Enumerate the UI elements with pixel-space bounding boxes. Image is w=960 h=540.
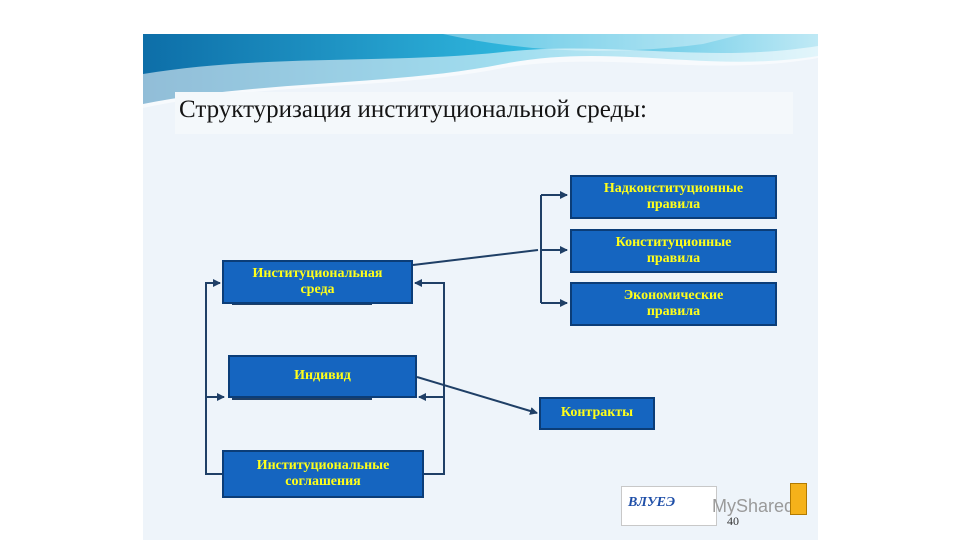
box-institutional-environment-line2: среда xyxy=(300,282,335,297)
university-logo-mark: ВЛУЕЭ xyxy=(628,495,676,510)
box-contracts-line1: Контракты xyxy=(560,405,634,421)
box-economic-line2: правила xyxy=(646,304,701,319)
box-constitutional-line1: Конституционные xyxy=(615,234,732,250)
slide-title: Структуризация институциональной среды: xyxy=(179,96,647,123)
box-supra-constitutional-line2: правила xyxy=(646,197,701,212)
university-logo: ВЛУЕЭ xyxy=(621,486,717,526)
title-band xyxy=(175,92,793,134)
box-economic-rules: Экономические правила xyxy=(570,282,777,326)
box-individual: Индивид xyxy=(228,355,417,398)
box-constitutional-rules: Конституционные правила xyxy=(570,229,777,273)
box-contracts: Контракты xyxy=(539,397,655,430)
box-supra-constitutional-rules: Надконституционные правила xyxy=(570,175,777,219)
box-institutional-environment-line1: Институциональная xyxy=(252,265,383,281)
box-supra-constitutional-line1: Надконституционные xyxy=(603,180,744,196)
page-number: 40 xyxy=(727,514,739,528)
box-institutional-environment: Институциональная среда xyxy=(222,260,413,304)
box-institutional-agreements: Институциональные соглашения xyxy=(222,450,424,498)
corner-tab xyxy=(790,483,807,515)
box-institutional-agreements-line2: соглашения xyxy=(285,474,361,489)
myshared-watermark: MyShared xyxy=(712,496,795,516)
box-institutional-agreements-line1: Институциональные xyxy=(256,457,390,473)
box-constitutional-line2: правила xyxy=(646,251,701,266)
box-economic-line1: Экономические xyxy=(623,287,724,303)
box-individual-line1: Индивид xyxy=(294,368,351,384)
